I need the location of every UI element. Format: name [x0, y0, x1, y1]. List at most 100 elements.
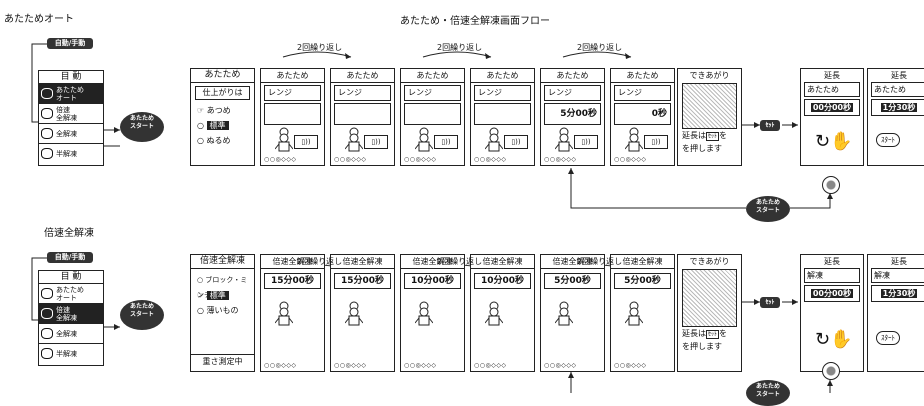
screen-time: 0秒: [614, 103, 671, 125]
chef-icon: [484, 127, 504, 153]
ext-title: 延長: [824, 257, 840, 266]
chef-illustration: [682, 83, 737, 129]
option-hot[interactable]: ☞ あつめ: [197, 106, 231, 115]
weighing-status: 重さ測定中: [191, 354, 254, 369]
display-screen: あたためレンジ ▯)) ○○◎◇◇◇: [400, 68, 465, 166]
screen-title: 倍速全解凍: [611, 255, 674, 269]
menu-item-full-defrost[interactable]: 全解凍: [39, 124, 103, 144]
screen-mode: レンジ: [334, 85, 391, 101]
option-thin[interactable]: ○ 薄いもの: [197, 306, 239, 315]
progress-dots: ○○◎◇◇◇: [614, 156, 647, 163]
progress-dots: ○○◎◇◇◇: [544, 362, 577, 369]
menu-item-full-defrost[interactable]: 全解凍: [39, 324, 103, 344]
ext-title: 延長: [891, 71, 907, 80]
ext-time: 1分30秒: [880, 289, 918, 298]
menu-item-half-defrost[interactable]: 半解凍: [39, 344, 103, 363]
chef-icon: [274, 127, 294, 153]
dial-hand-icon: ↻✋: [815, 131, 853, 152]
heat-start-button-loop[interactable]: あたため スタート: [746, 196, 790, 222]
screen-title: 倍速全解凍: [541, 255, 604, 269]
chef-icon: [414, 127, 434, 153]
ext-time: 00分00秒: [810, 289, 854, 298]
chef-icon: [414, 301, 434, 327]
microwave-wave-icon: ▯)): [574, 135, 598, 149]
chef-icon: [274, 301, 294, 327]
screen-mode: レンジ: [614, 85, 671, 101]
finish-select-panel: あたため 仕上がりは ☞ あつめ ○ 標準 ○ ぬるめ: [190, 68, 255, 166]
heat-start-button-loop[interactable]: あたため スタート: [746, 380, 790, 406]
set-button[interactable]: ｾｯﾄ: [760, 120, 780, 131]
repeat-label: 2回繰り返し: [297, 257, 343, 266]
repeat-label: 2回繰り返し: [577, 257, 623, 266]
screen-title: 倍速全解凍: [401, 255, 464, 269]
extension-panel-2: 延長 あたため 1分30秒 ｽﾀｰﾄ: [867, 68, 924, 166]
ext-sub: あたため: [804, 82, 860, 97]
done-title: できあがり: [689, 257, 730, 266]
start-button-icon: ｽﾀｰﾄ: [876, 331, 900, 345]
start-button-icon: ｽﾀｰﾄ: [876, 133, 900, 147]
bowl-icon: [41, 288, 53, 299]
repeat-label: 2回繰り返し: [437, 43, 483, 52]
screen-time: 10分00秒: [474, 273, 531, 289]
menu-item-half-defrost[interactable]: 半解凍: [39, 144, 103, 163]
menu-panel-row1: 目 動 あたため オート 倍速 全解凍 全解凍 半解凍: [38, 70, 104, 166]
extension-panel-3: 延長 解凍 00分00秒 ↻✋: [800, 254, 864, 372]
ext-title: 延長: [824, 71, 840, 80]
chef-icon: [554, 127, 574, 153]
ext-time: 00分00秒: [810, 103, 854, 112]
dial-knob-icon[interactable]: [822, 362, 840, 380]
bowl-icon: [41, 88, 53, 99]
progress-dots: ○○◎◇◇◇: [404, 362, 437, 369]
screen-time: 10分00秒: [404, 273, 461, 289]
done-text: 延長は: [682, 131, 706, 140]
auto-manual-button[interactable]: 自動/手動: [47, 252, 93, 263]
meat-icon: [41, 148, 53, 159]
progress-dots: ○○◎◇◇◇: [334, 362, 367, 369]
microwave-wave-icon: ▯)): [434, 135, 458, 149]
option-standard[interactable]: ○ 標準: [191, 118, 254, 133]
screen-title: あたため: [401, 69, 464, 83]
progress-dots: ○○◎◇◇◇: [474, 362, 507, 369]
defrost-select-panel: 倍速全解凍 ○ ブロック・ミンチ ☞ 標準 ○ 薄いもの 重さ測定中: [190, 254, 255, 372]
progress-dots: ○○◎◇◇◇: [544, 156, 577, 163]
menu-item-fast-defrost[interactable]: 倍速 全解凍: [39, 304, 103, 324]
screen-title: あたため: [471, 69, 534, 83]
menu-panel-row2: 目 動 あたため オート 倍速 全解凍 全解凍 半解凍: [38, 270, 104, 366]
done-text-particle: を: [719, 131, 728, 140]
heat-start-button[interactable]: あたため スタート: [120, 112, 164, 142]
chef-illustration: [682, 269, 737, 327]
progress-dots: ○○◎◇◇◇: [404, 156, 437, 163]
menu-item-fast-defrost[interactable]: 倍速 全解凍: [39, 104, 103, 124]
done-text-press: を押します: [682, 342, 722, 351]
finish-heading: 仕上がりは: [195, 86, 250, 100]
screen-title: あたため: [331, 69, 394, 83]
screen-mode: レンジ: [404, 85, 461, 101]
progress-dots: ○○◎◇◇◇: [264, 362, 297, 369]
ext-sub: 解凍: [804, 268, 860, 283]
option-block-mince[interactable]: ○ ブロック・ミンチ: [197, 276, 248, 299]
option-standard[interactable]: ☞ 標準: [191, 288, 254, 303]
menu-item-auto-heat[interactable]: あたため オート: [39, 84, 103, 104]
screen-time: [334, 103, 391, 125]
set-button[interactable]: ｾｯﾄ: [760, 297, 780, 308]
microwave-wave-icon: ▯)): [644, 135, 668, 149]
panel-title: あたため: [191, 69, 254, 83]
ext-title: 延長: [891, 257, 907, 266]
option-lukewarm[interactable]: ○ ぬるめ: [197, 136, 231, 145]
dial-knob-icon[interactable]: [822, 176, 840, 194]
heat-start-button[interactable]: あたため スタート: [120, 300, 164, 330]
display-screen: あたためレンジ▯))○○◎◇◇◇: [260, 68, 325, 166]
chef-icon: [624, 127, 644, 153]
menu-item-auto-heat[interactable]: あたため オート: [39, 284, 103, 304]
screen-time: 5分00秒: [614, 273, 671, 289]
progress-dots: ○○◎◇◇◇: [334, 156, 367, 163]
screen-mode: レンジ: [474, 85, 531, 101]
auto-manual-button[interactable]: 自動/手動: [47, 38, 93, 49]
menu-title: 目 動: [39, 271, 103, 284]
progress-dots: ○○◎◇◇◇: [614, 362, 647, 369]
